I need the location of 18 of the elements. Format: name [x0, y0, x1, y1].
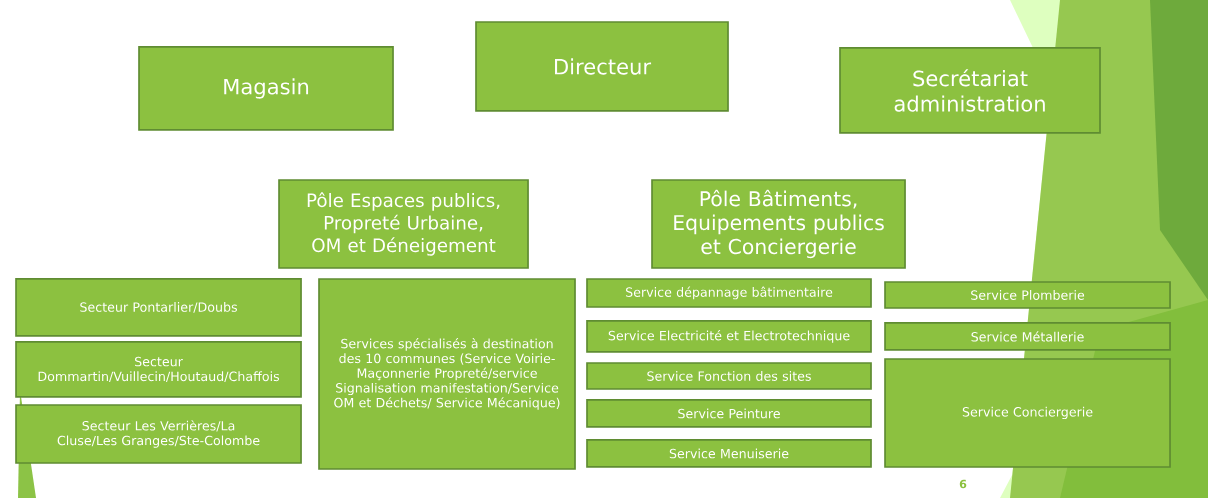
service-box: Service dépannage bâtimentaire: [586, 278, 872, 308]
title-box: Directeur: [475, 21, 729, 112]
service-box: Service Conciergerie: [884, 358, 1171, 468]
title-box: Secrétariat administration: [839, 47, 1101, 134]
pole-box: Pôle Bâtiments, Equipements publics et Conciergerie: [651, 179, 906, 269]
service-box: Secteur Les Verrières/La Cluse/Les Granges/Ste-Colombe: [15, 404, 302, 464]
service-box: Service Métallerie: [884, 322, 1171, 351]
pole-box: Pôle Espaces publics, Propreté Urbaine, OM et Déneigement: [278, 179, 529, 269]
page-number: 6: [959, 479, 967, 489]
service-box: Service Electricité et Electrotechnique: [586, 320, 872, 353]
service-box: Services spécialisés à destination des 10 communes (Service Voirie-Maçonnerie Propreté/service Signalisation manifestation/Service OM et Déchets/ Service Mécanique): [318, 278, 576, 470]
title-box: Magasin: [138, 46, 394, 131]
service-box: Service Menuiserie: [586, 439, 872, 468]
service-box: Service Peinture: [586, 399, 872, 428]
service-box: Service Fonction des sites: [586, 362, 872, 390]
service-box: Service Plomberie: [884, 281, 1171, 309]
service-box: Secteur Pontarlier/Doubs: [15, 278, 302, 337]
service-box: Secteur Dommartin/Vuillecin/Houtaud/Chaffois: [15, 341, 302, 398]
